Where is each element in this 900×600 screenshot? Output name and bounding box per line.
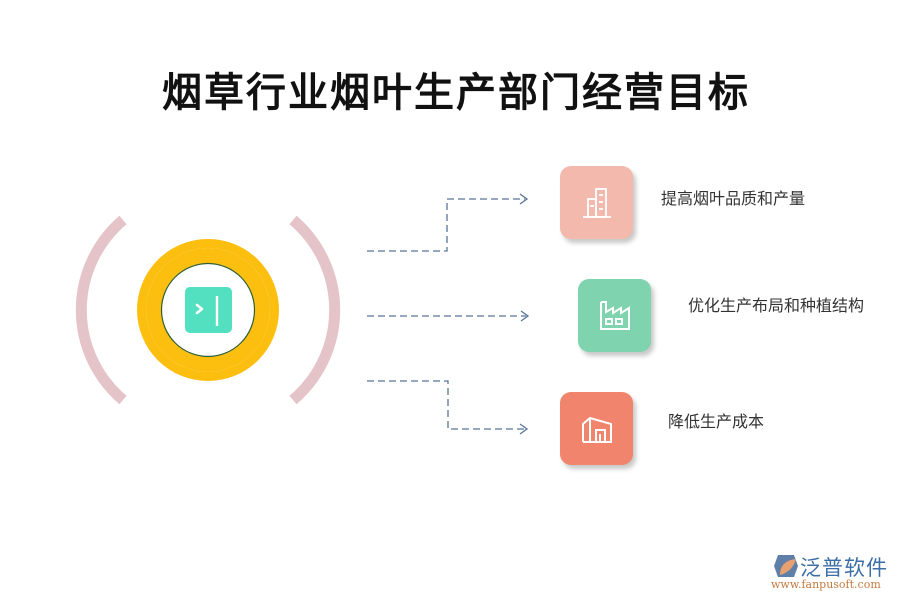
right-arc: [289, 215, 341, 405]
page-title: 烟草行业烟叶生产部门经营目标: [162, 70, 750, 116]
building-icon: [582, 187, 611, 218]
fanpu-logo-icon: [774, 555, 798, 577]
arrow-head-bottom: [519, 423, 529, 435]
outer-ring: [137, 239, 279, 381]
arrow-head-top: [519, 193, 529, 205]
brand-url: www.fanpusoft.com: [771, 578, 881, 591]
warehouse-icon: [581, 416, 612, 443]
goal-label-3: 降低生产成本: [668, 412, 765, 431]
left-arc: [75, 215, 127, 405]
goal-icon-box-2: [578, 279, 651, 352]
brand-logo: 泛普软件 www.fanpusoft.com: [768, 552, 898, 592]
goal-icon-box-3: [560, 392, 633, 465]
brand-name: 泛普软件: [800, 556, 888, 580]
goal-label-1: 提高烟叶品质和产量: [661, 189, 806, 208]
arrow-head-middle: [520, 310, 530, 322]
inner-ring: [146, 248, 270, 372]
connector-top: [367, 198, 525, 252]
goal-label-2: 优化生产布局和种植结构: [688, 296, 865, 315]
goal-icon-box-1: [560, 166, 633, 239]
factory-icon: [599, 300, 630, 330]
connector-bottom: [367, 380, 525, 430]
center-icon-square: [185, 287, 232, 333]
collapse-sidebar-icon: [195, 296, 219, 326]
